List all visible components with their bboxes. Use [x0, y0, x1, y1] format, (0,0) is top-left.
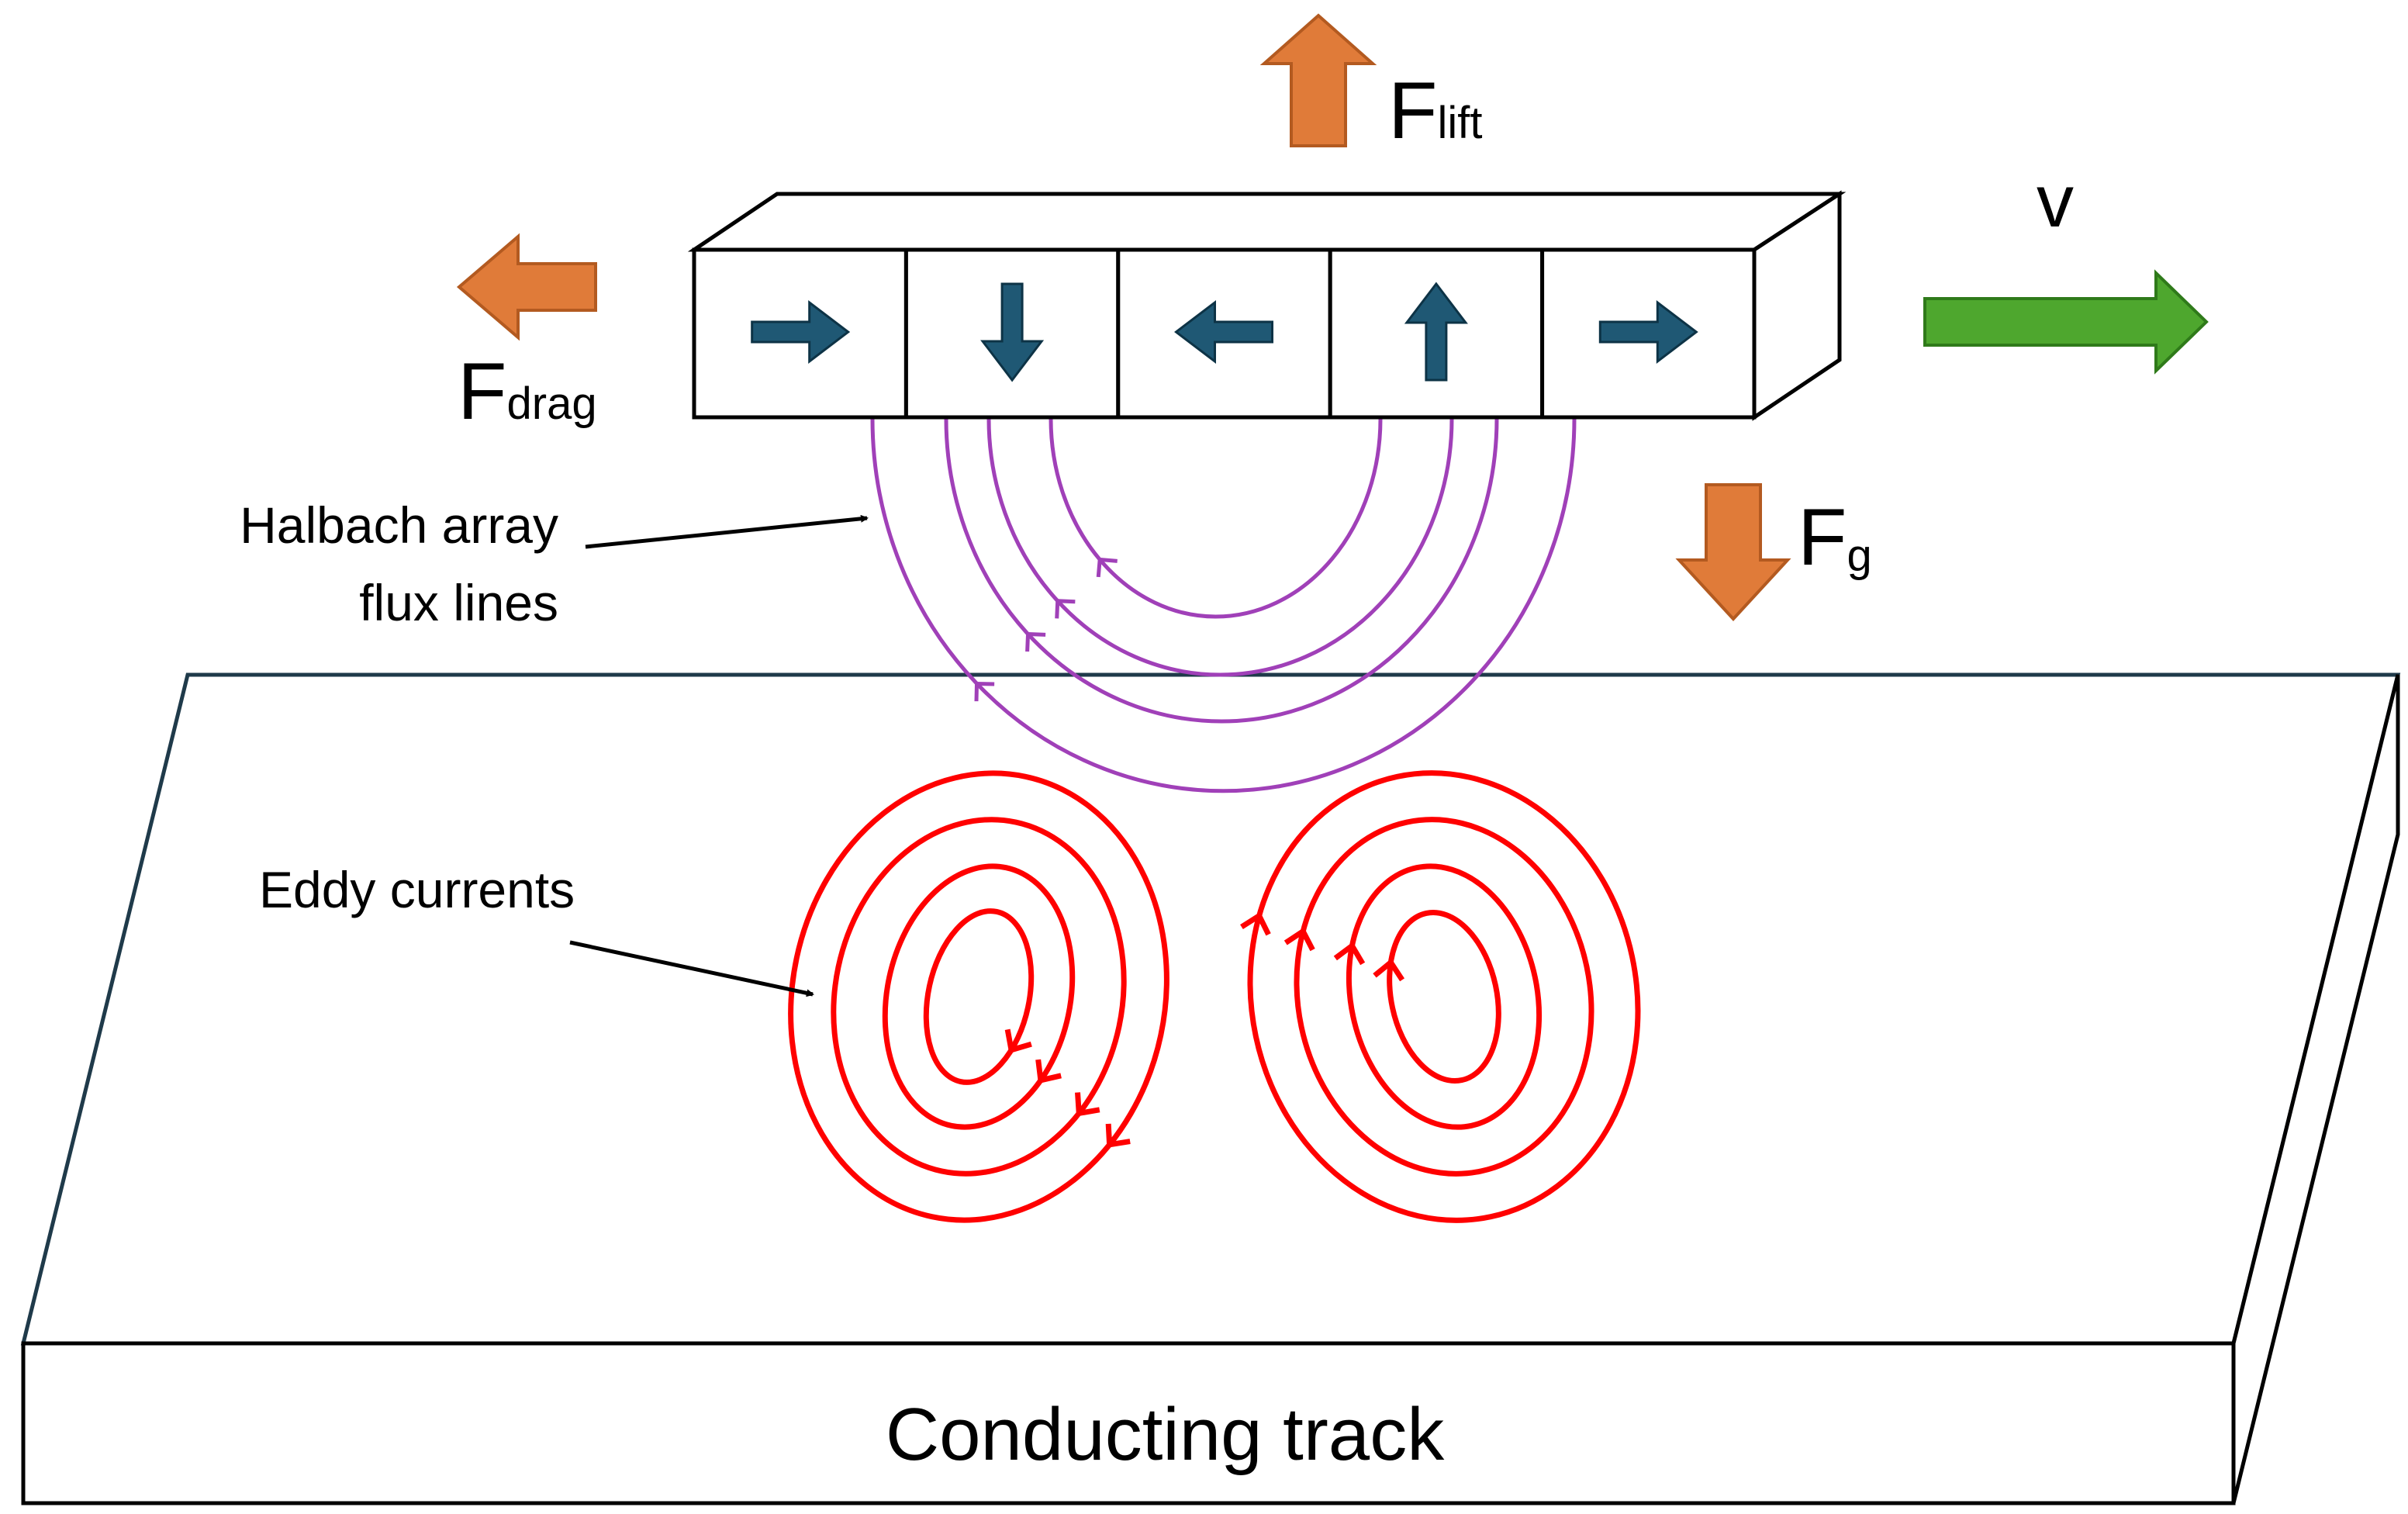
eddy-currents — [788, 770, 1641, 1223]
eddy-callout-label: Eddy currents — [259, 861, 575, 918]
magnet-cell — [1328, 247, 1545, 420]
eddy-ring — [1346, 863, 1543, 1130]
magnetization-arrow-right-icon — [1598, 299, 1698, 365]
magnetization-arrow-left-icon — [1174, 299, 1273, 365]
magnetization-arrow-up-icon — [1404, 282, 1468, 382]
halbach-array — [687, 190, 1847, 421]
flux-line — [1049, 418, 1383, 619]
flux-direction-chevron-icon — [1055, 599, 1076, 619]
eddy-direction-chevron-icon — [1105, 1123, 1131, 1148]
eddy-ring — [1247, 770, 1641, 1223]
velocity-label: v — [2037, 160, 2074, 243]
flux-direction-chevron-icon — [974, 681, 995, 702]
track-side-face — [2231, 674, 2400, 1504]
drag-symbol: F — [458, 347, 507, 437]
magnetization-arrow-right-icon — [751, 299, 851, 365]
eddy-direction-chevron-icon — [1075, 1092, 1100, 1117]
array-top-face — [687, 192, 1847, 252]
lift-label: Flift — [1388, 66, 1483, 156]
drag-label: Fdrag — [458, 347, 597, 437]
drag-force: Fdrag — [456, 233, 597, 437]
eddy-callout: Eddy currents — [259, 861, 814, 997]
eddy-direction-chevron-icon — [1240, 911, 1271, 936]
eddy-ring — [1387, 909, 1501, 1084]
flux-direction-chevron-icon — [1025, 631, 1046, 652]
flux-line — [870, 418, 1577, 793]
magnet-cell — [1116, 247, 1332, 420]
eddy-direction-chevron-icon — [1373, 958, 1405, 982]
eddy-ring — [831, 817, 1127, 1177]
eddy-loop-counterclockwise — [1240, 770, 1641, 1223]
eddy-ring — [1294, 817, 1594, 1177]
track-label: Conducting track — [886, 1393, 1445, 1476]
magnet-cell — [1540, 247, 1757, 420]
lift-arrow-icon — [1259, 13, 1377, 147]
eddy-ring — [923, 908, 1035, 1085]
flux-callout-line2: flux lines — [359, 574, 558, 631]
magnet-cell — [692, 247, 908, 420]
magnet-cell — [903, 247, 1121, 420]
flux-lines — [870, 418, 1577, 793]
conducting-track: Conducting track — [20, 672, 2401, 1505]
flux-line — [944, 418, 1499, 724]
eddy-direction-chevron-icon — [1283, 927, 1315, 952]
eddy-callout-pointer — [569, 940, 814, 997]
flux-line — [986, 418, 1454, 677]
drag-subscript: drag — [507, 378, 597, 429]
flux-callout-pointer — [585, 514, 869, 549]
gravity-symbol: F — [1798, 493, 1847, 582]
gravity-force: Fg — [1675, 483, 1872, 621]
eddy-ring — [788, 770, 1169, 1223]
drag-arrow-icon — [456, 233, 597, 341]
velocity: v — [1923, 160, 2209, 375]
lift-symbol: F — [1388, 66, 1438, 156]
eddy-direction-chevron-icon — [1333, 942, 1366, 966]
gravity-label: Fg — [1798, 493, 1872, 582]
flux-callout-line1: Halbach array — [240, 496, 558, 554]
lift-subscript: lift — [1438, 98, 1483, 148]
flux-direction-chevron-icon — [1096, 557, 1118, 578]
eddy-direction-chevron-icon — [1035, 1059, 1062, 1084]
gravity-arrow-icon — [1675, 483, 1791, 621]
eddy-ring — [882, 863, 1076, 1130]
gravity-subscript: g — [1847, 531, 1872, 581]
magnetization-arrow-down-icon — [980, 282, 1045, 382]
eddy-loop-clockwise — [788, 770, 1169, 1223]
lift-force: Flift — [1259, 13, 1483, 156]
velocity-arrow-icon — [1923, 269, 2209, 375]
magnet-cells — [692, 247, 1757, 420]
eddy-direction-chevron-icon — [1004, 1028, 1032, 1054]
track-top-face — [20, 672, 2401, 1346]
flux-callout: Halbach array flux lines — [240, 496, 869, 631]
